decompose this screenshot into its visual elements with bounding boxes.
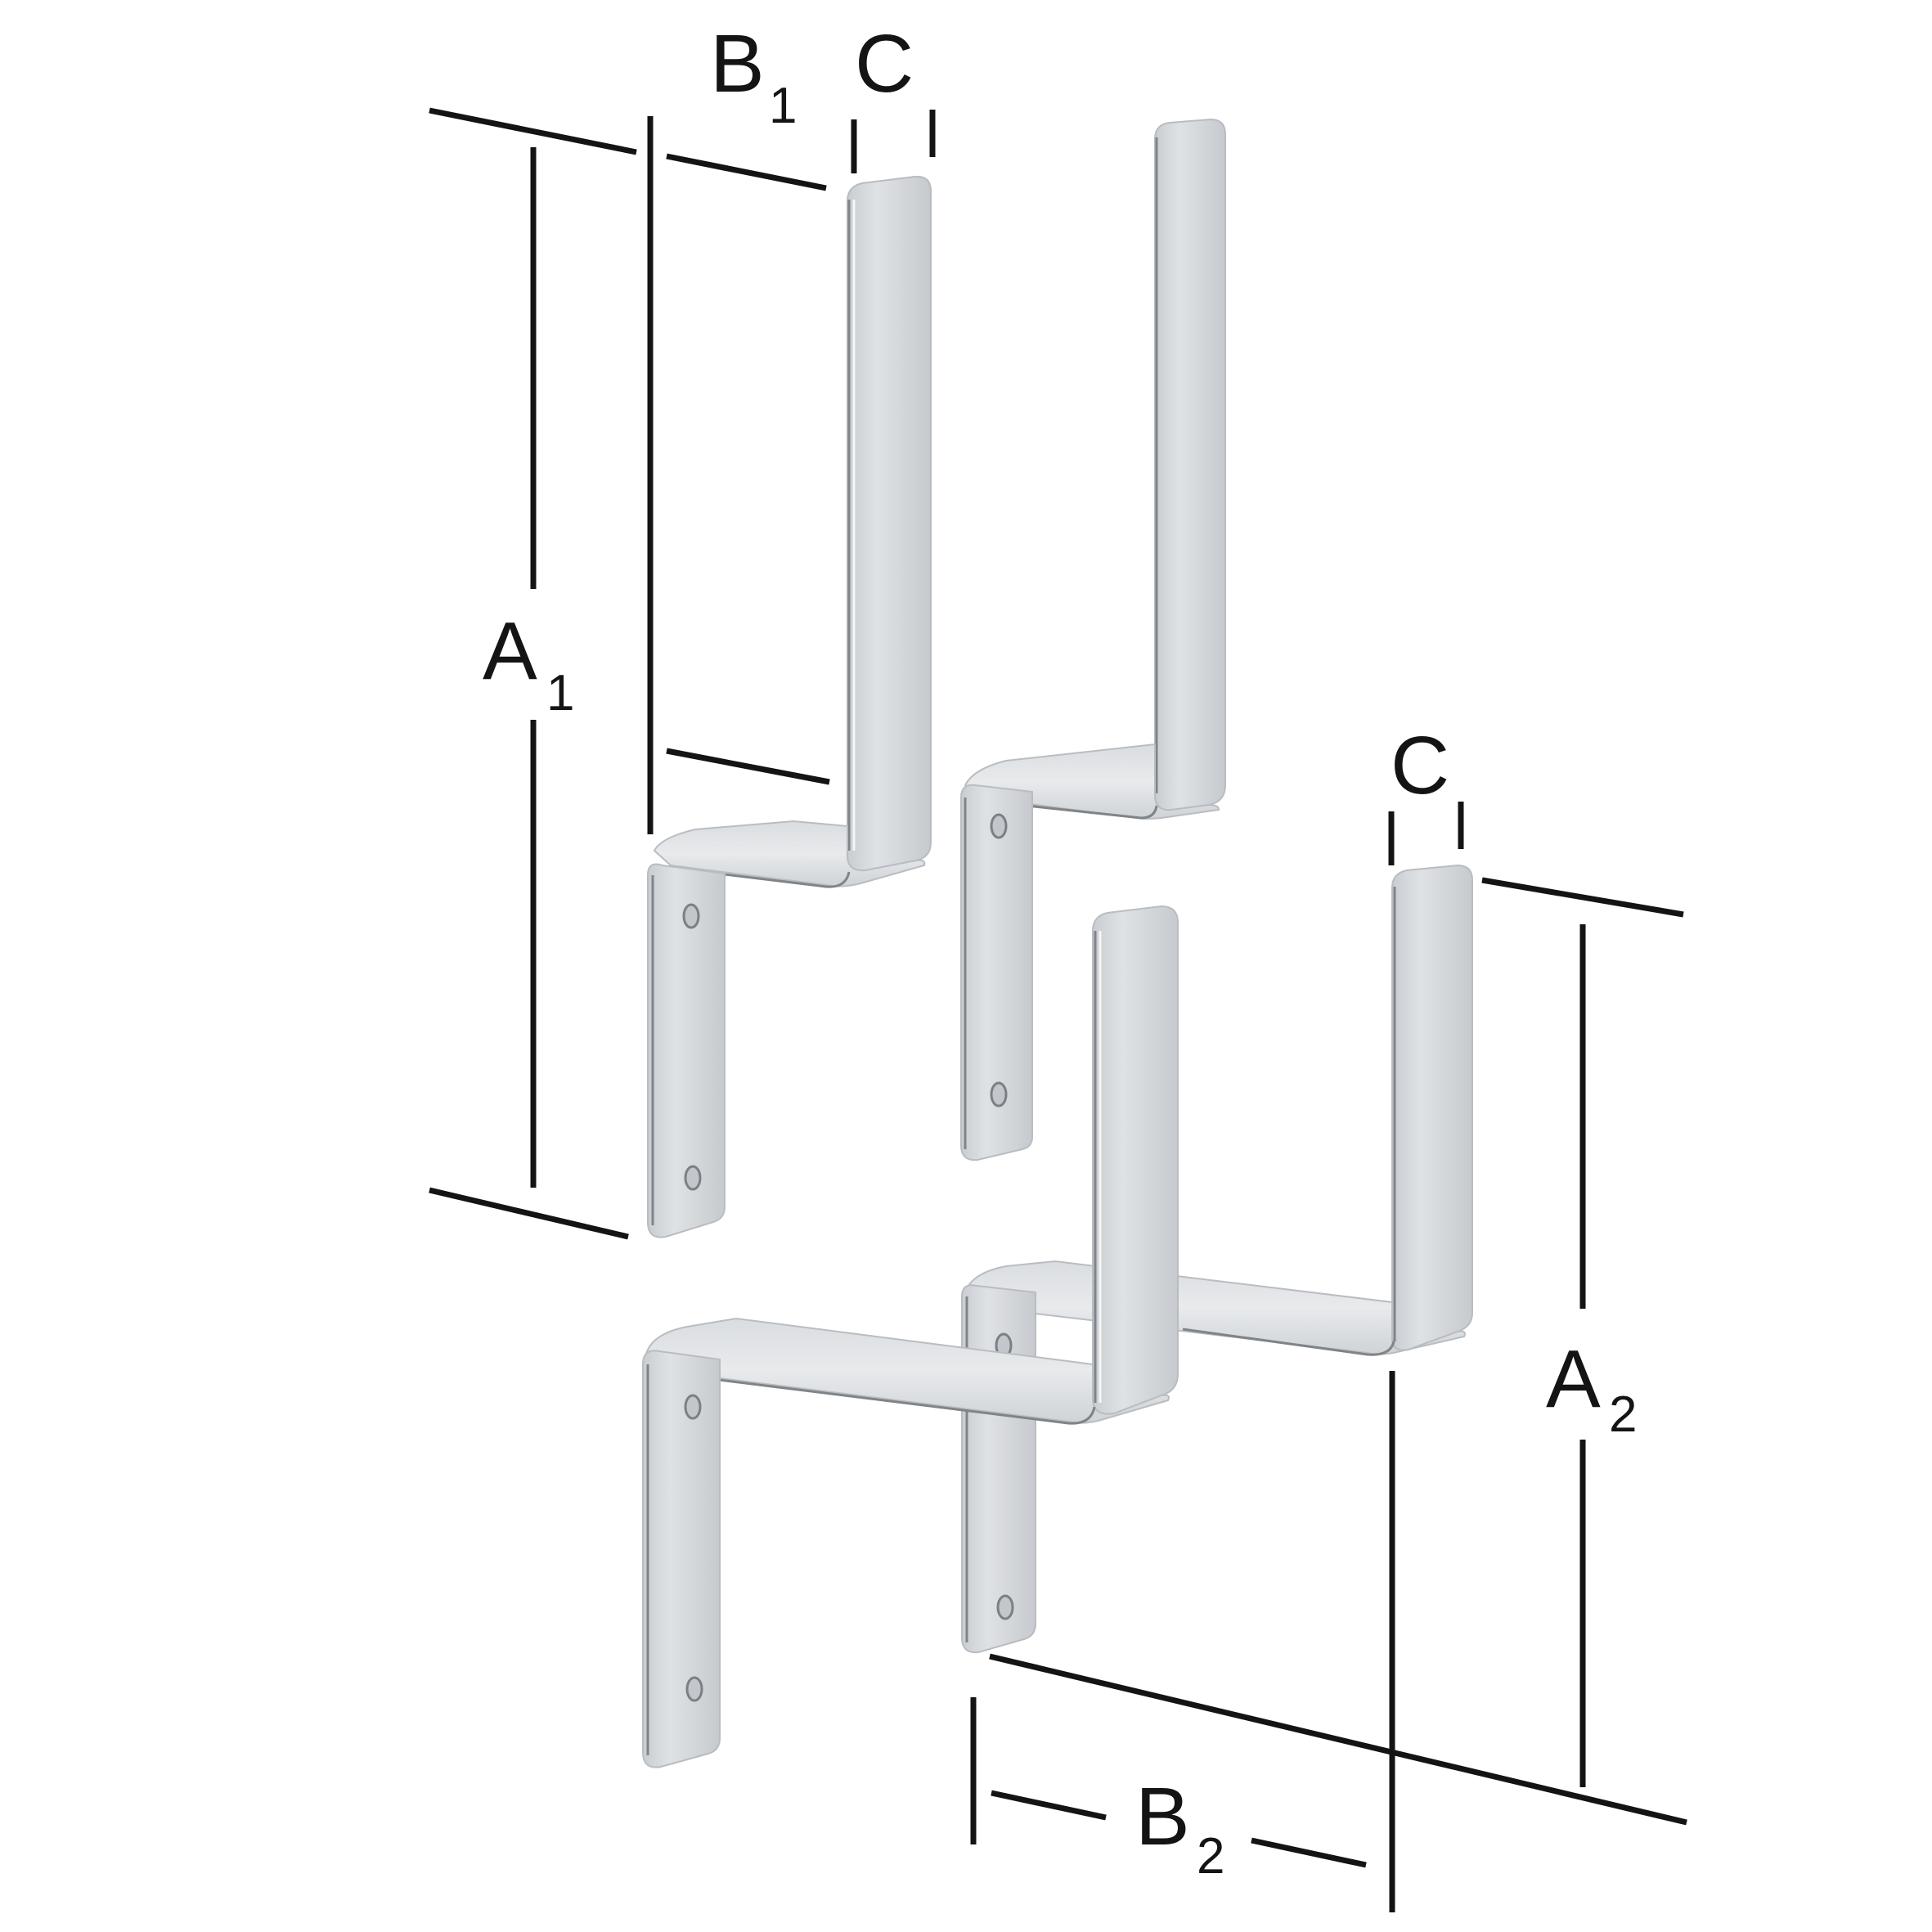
wall-leg [960, 784, 1033, 1161]
a1-top-extension-line [429, 107, 637, 155]
a2-top-extension-line [1481, 877, 1684, 918]
upright-arm [1092, 905, 1179, 1415]
label-b2-subscript: 2 [1197, 1828, 1224, 1885]
b2-dimension-line-left [991, 1790, 1107, 1821]
screw-hole-icon [684, 1165, 702, 1191]
upright-arm [1154, 118, 1226, 811]
screw-hole-icon [990, 813, 1008, 839]
label-c-right: C [1391, 720, 1449, 811]
large-bracket-front [642, 905, 1179, 1768]
wall-leg [647, 863, 726, 1238]
b1-dimension-line-bottom [666, 748, 830, 785]
b2-dimension-line-right [1251, 1837, 1367, 1868]
label-c-top: C [855, 18, 914, 110]
b1-dimension-line-top [666, 153, 827, 191]
label-a2: A [1546, 1333, 1601, 1425]
screw-hole-icon [684, 1394, 702, 1420]
shelf-arm [645, 1317, 1170, 1424]
screw-hole-icon [682, 903, 700, 929]
dimension-labels: B 1 C A 1 C A 2 B 2 [483, 18, 1637, 1885]
a2-bottom-extension-line [989, 1653, 1687, 1826]
label-b1-subscript: 1 [769, 78, 797, 134]
label-a1-subscript: 1 [546, 665, 574, 721]
label-a1: A [483, 605, 537, 697]
a1-bottom-extension-line [429, 1187, 629, 1240]
label-a2-subscript: 2 [1609, 1386, 1637, 1443]
upright-arm [847, 175, 932, 872]
large-bracket-back [961, 864, 1473, 1654]
dimension-lines [429, 107, 1687, 1912]
shelf-arm [964, 1260, 1466, 1355]
shelf-arm [653, 820, 926, 887]
screw-hole-icon [996, 1594, 1014, 1620]
upright-arm [1391, 864, 1473, 1351]
label-b1: B [710, 18, 765, 110]
wall-leg [642, 1350, 721, 1768]
screw-hole-icon [685, 1676, 703, 1702]
screw-hole-icon [990, 1081, 1008, 1108]
label-b2: B [1135, 1771, 1190, 1862]
small-bracket-back [960, 118, 1226, 1161]
small-bracket-front [647, 175, 932, 1238]
